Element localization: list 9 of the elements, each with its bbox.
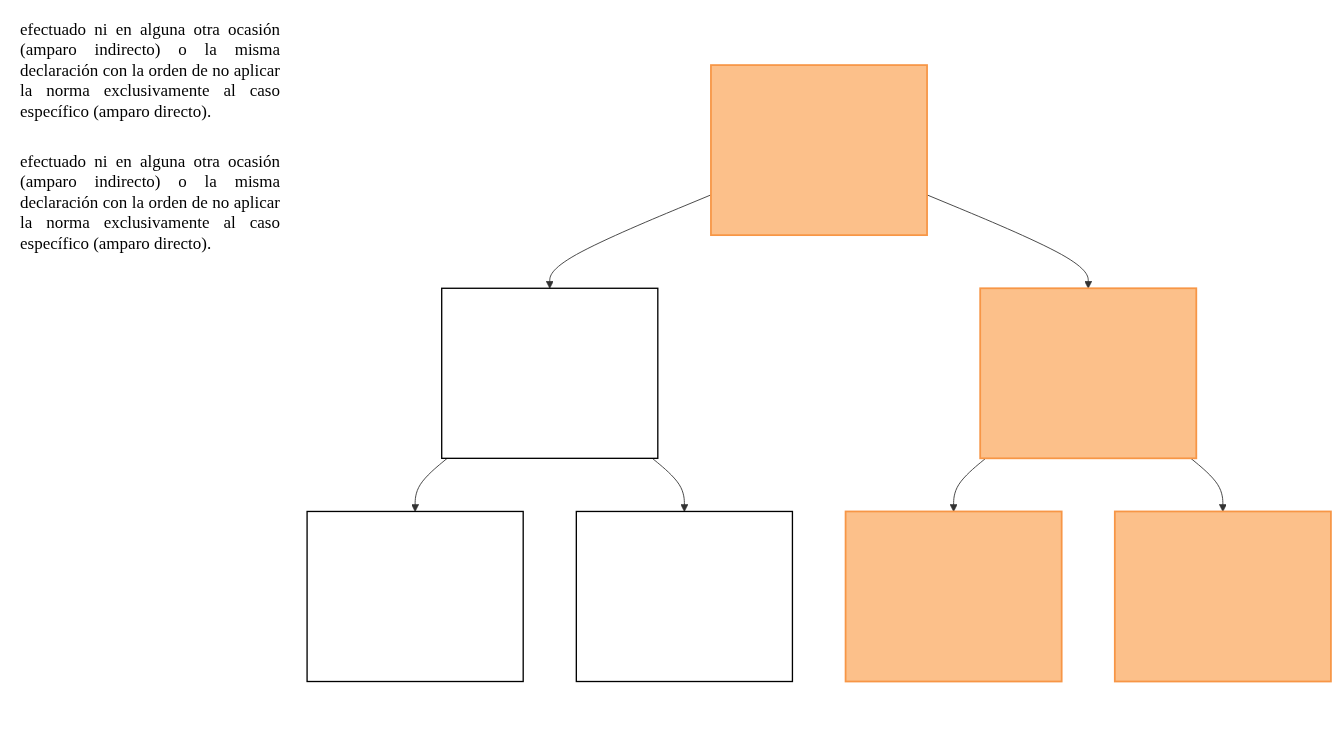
node-box: [441, 287, 659, 460]
node-box: [844, 510, 1063, 683]
node-box: [979, 287, 1198, 460]
note-text: efectuado ni en alguna otra ocasión (amparo indirecto) o la misma declaración con la orden de no aplicar la norma exclusivamente al caso específico (amparo directo).: [20, 151, 280, 254]
node-box: [575, 511, 794, 683]
note-text: efectuado ni en alguna otra ocasión (amparo indirecto) o la misma declaración con la orden de no aplicar la norma exclusivamente al caso específico (amparo directo).: [20, 20, 280, 122]
node-box: [1113, 510, 1332, 683]
node-box: [710, 64, 928, 237]
node-box: [306, 511, 524, 683]
